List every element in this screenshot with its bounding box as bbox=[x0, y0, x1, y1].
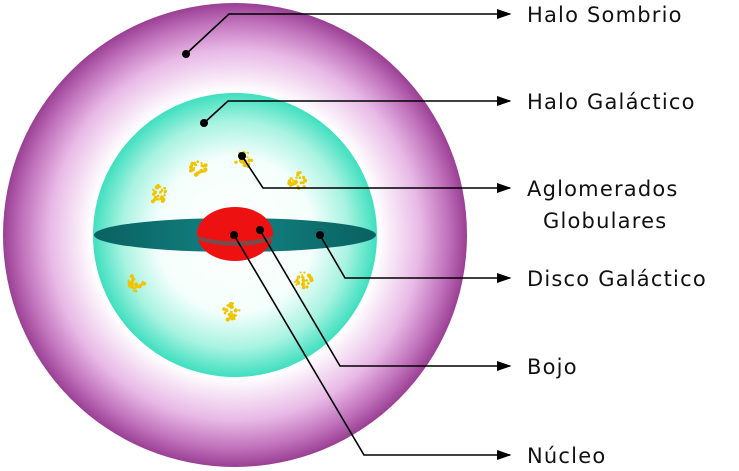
leader-bojo bbox=[259, 229, 512, 372]
leader-halo-galactico bbox=[203, 95, 512, 124]
dot-bojo bbox=[256, 226, 264, 234]
label-aglomerados-line1: Aglomerados bbox=[527, 177, 679, 201]
dot-nucleo bbox=[230, 231, 238, 239]
label-nucleo: Núcleo bbox=[527, 444, 606, 468]
dot-halo-galactico bbox=[200, 119, 208, 127]
label-aglomerados-line2: Globulares bbox=[543, 209, 667, 233]
globular-cluster bbox=[293, 271, 314, 290]
leader-halo-sombrio bbox=[185, 8, 512, 55]
leader-dots bbox=[182, 50, 324, 239]
label-halo-galactico: Halo Galáctico bbox=[527, 90, 696, 114]
globular-cluster bbox=[150, 183, 168, 204]
label-bojo: Bojo bbox=[527, 355, 578, 379]
dot-halo-sombrio bbox=[182, 50, 190, 58]
leader-disco bbox=[319, 234, 512, 284]
dot-disco bbox=[316, 231, 324, 239]
globular-cluster bbox=[222, 301, 241, 322]
globular-clusters bbox=[127, 151, 314, 322]
leader-nucleo bbox=[233, 234, 512, 461]
globular-cluster bbox=[188, 160, 208, 177]
globular-cluster bbox=[127, 274, 147, 293]
leader-aglomerados bbox=[241, 155, 512, 194]
leader-lines bbox=[185, 8, 512, 461]
dot-aglomerados bbox=[238, 152, 246, 160]
disk-front-overlay bbox=[197, 236, 273, 246]
label-disco-galactico: Disco Galáctico bbox=[527, 267, 707, 291]
label-halo-sombrio: Halo Sombrio bbox=[527, 3, 683, 27]
